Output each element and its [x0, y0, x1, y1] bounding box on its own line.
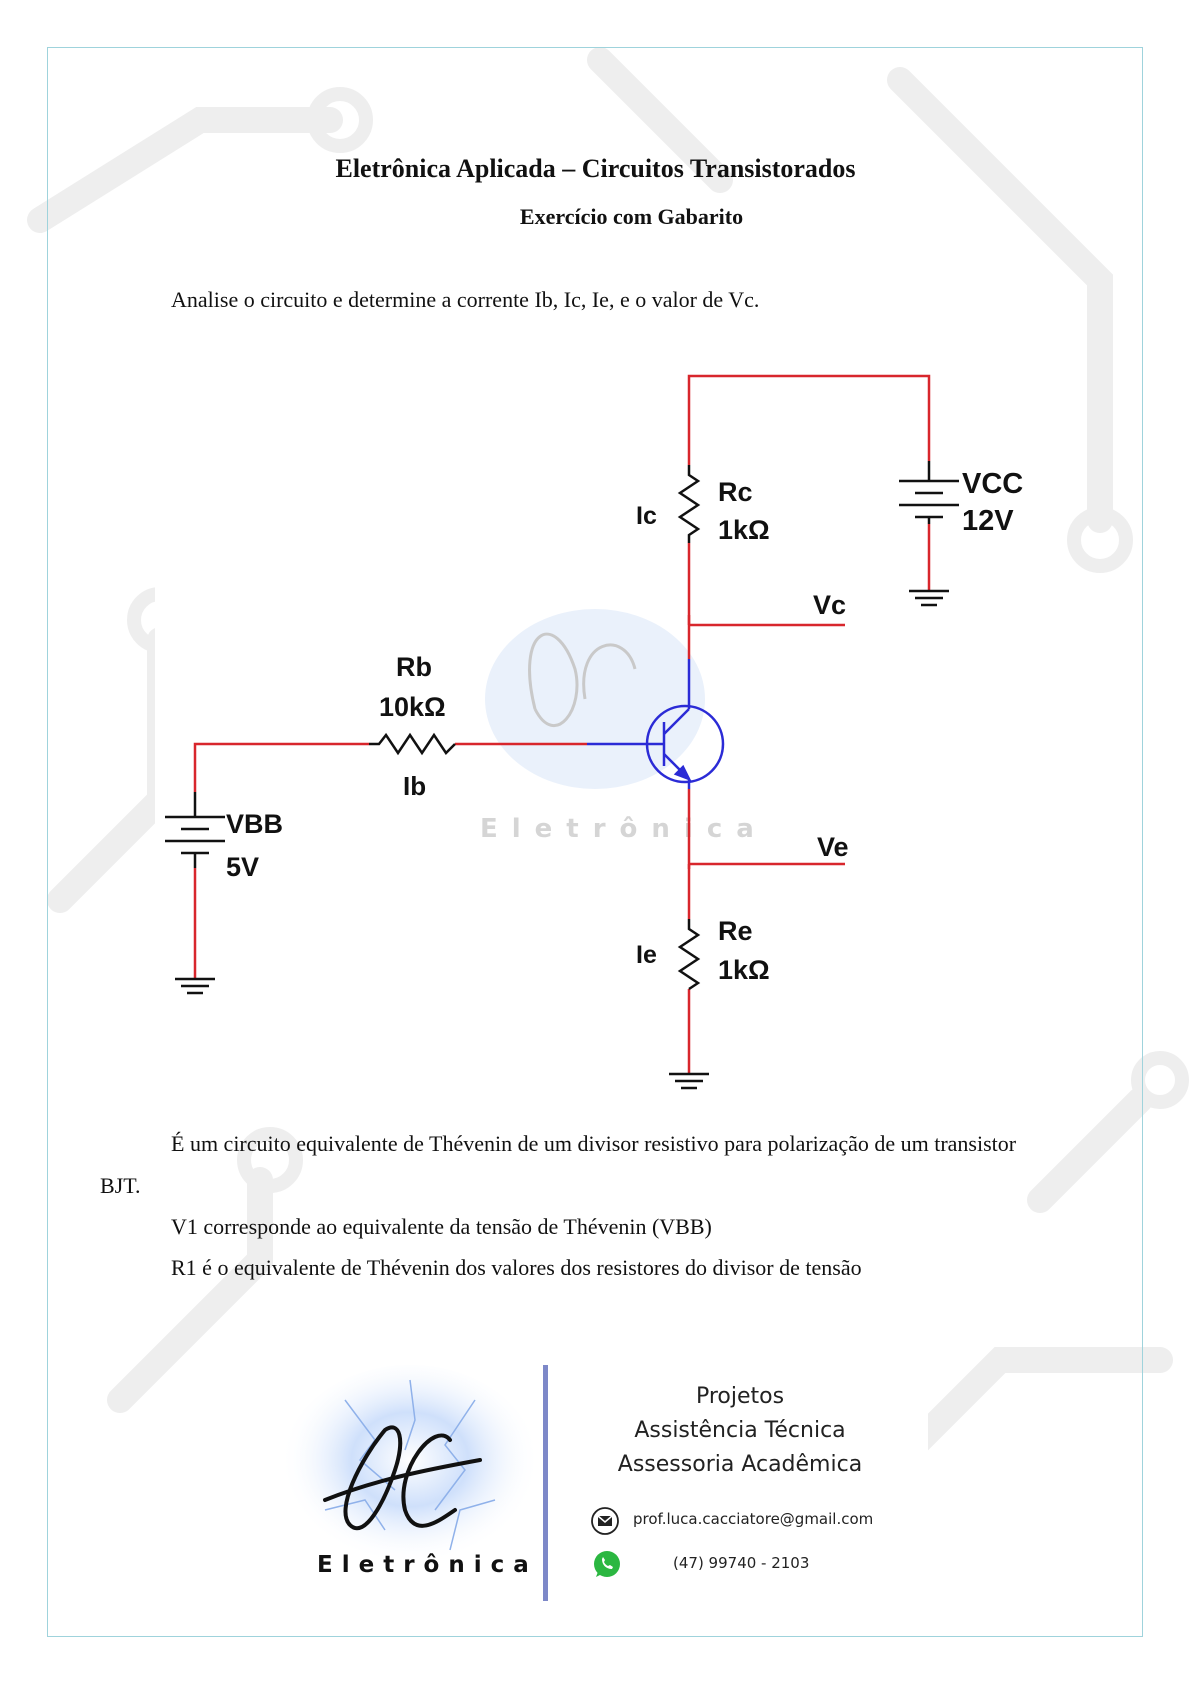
vc-label: Vc — [813, 590, 846, 620]
ground-vbb — [175, 977, 215, 995]
page-title: Eletrônica Aplicada – Circuitos Transist… — [335, 154, 856, 183]
explanation-line-2: V1 corresponde ao equivalente da tensão … — [171, 1214, 712, 1239]
question-text: Analise o circuito e determine a corrent… — [171, 287, 760, 312]
rb-value: 10kΩ — [379, 692, 446, 722]
service-item: Projetos — [695, 1384, 785, 1409]
npn-transistor — [587, 659, 725, 789]
footer-card: Eletrônica Projetos Assistência Técnica … — [265, 1360, 928, 1605]
rc-name: Rc — [718, 477, 753, 507]
explanation-line-1: É um circuito equivalente de Thévenin de… — [171, 1131, 1017, 1156]
ic-label: Ic — [636, 502, 657, 530]
footer-logo: Eletrônica — [265, 1360, 545, 1605]
ground-emitter — [669, 1072, 709, 1090]
lc-monogram — [323, 1425, 482, 1530]
page-border — [47, 47, 1143, 1637]
circuit-diagram: Eletrônica — [155, 369, 1035, 1114]
re-value: 1kΩ — [718, 955, 770, 985]
phone-number[interactable]: (47) 99740 - 2103 — [673, 1554, 810, 1572]
services-list: Projetos Assistência Técnica Assessoria … — [555, 1380, 925, 1482]
center-watermark-logo: Eletrônica — [480, 609, 768, 844]
page-subtitle: Exercício com Gabarito — [519, 204, 744, 229]
whatsapp-icon — [592, 1549, 622, 1584]
watermark-text: Eletrônica — [480, 814, 768, 844]
ground-vcc — [909, 589, 949, 607]
explanation-line-1-cont: BJT. — [100, 1173, 141, 1198]
email-link[interactable]: prof.luca.cacciatore@gmail.com — [633, 1510, 874, 1528]
footer-logo-text: Eletrônica — [317, 1552, 538, 1578]
vcc-name: VCC — [962, 468, 1023, 500]
vbb-value: 5V — [226, 852, 259, 882]
vcc-battery — [899, 461, 959, 524]
circuit-wires — [193, 374, 931, 1074]
resistor-rb — [369, 732, 456, 756]
footer-divider — [543, 1365, 548, 1601]
vcc-value: 12V — [962, 505, 1014, 537]
resistor-re — [677, 919, 701, 991]
resistor-rc — [677, 465, 701, 543]
service-item: Assistência Técnica — [634, 1418, 846, 1443]
mail-icon — [590, 1506, 620, 1541]
re-name: Re — [718, 916, 753, 946]
ie-label: Ie — [636, 941, 657, 969]
rb-name: Rb — [396, 652, 432, 682]
vbb-name: VBB — [226, 809, 283, 839]
rc-value: 1kΩ — [718, 515, 770, 545]
ib-label: Ib — [403, 771, 426, 801]
explanation-line-3: R1 é o equivalente de Thévenin dos valor… — [171, 1255, 862, 1280]
ve-label: Ve — [817, 832, 849, 862]
service-item: Assessoria Acadêmica — [617, 1452, 863, 1477]
vbb-battery — [165, 792, 225, 868]
